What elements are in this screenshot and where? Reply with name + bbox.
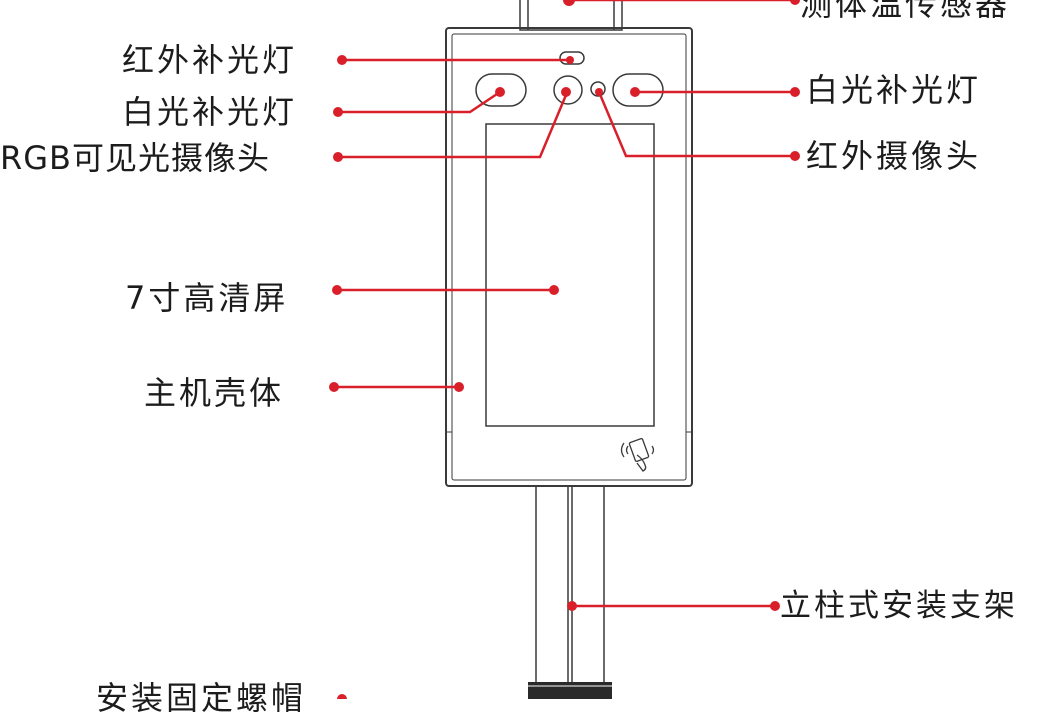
temp-sensor-dot [563,0,575,6]
label-ir-fill-light: 红外补光灯 [122,41,298,79]
label-rgb-camera: RGB可见光摄像头 [0,139,270,177]
leader-dots [329,0,800,699]
label-white-fill-light-left: 白光补光灯 [122,93,298,131]
pole-stand [535,485,605,687]
label-screen: 7寸高清屏 [125,279,289,317]
ir-camera [590,81,606,97]
nfc-card-icon [620,437,655,472]
mount-nut [528,682,612,699]
label-mount-nut: 安装固定螺帽 [96,679,307,717]
device-housing [445,27,693,487]
label-housing: 主机壳体 [144,374,285,412]
screen [485,123,655,427]
rgb-camera [553,75,583,105]
terminal-diagram [329,0,800,699]
white-fill-light-left [475,73,527,107]
leader-lines [334,0,795,608]
ir-fill-light [559,51,585,65]
label-ir-camera: 红外摄像头 [806,137,982,175]
label-temp-sensor: 测体温传感器 [800,0,1011,23]
label-white-fill-light-right: 白光补光灯 [806,71,982,109]
temperature-sensor-module [519,0,623,31]
label-stand: 立柱式安装支架 [780,588,1018,624]
white-fill-light-right [612,73,664,107]
